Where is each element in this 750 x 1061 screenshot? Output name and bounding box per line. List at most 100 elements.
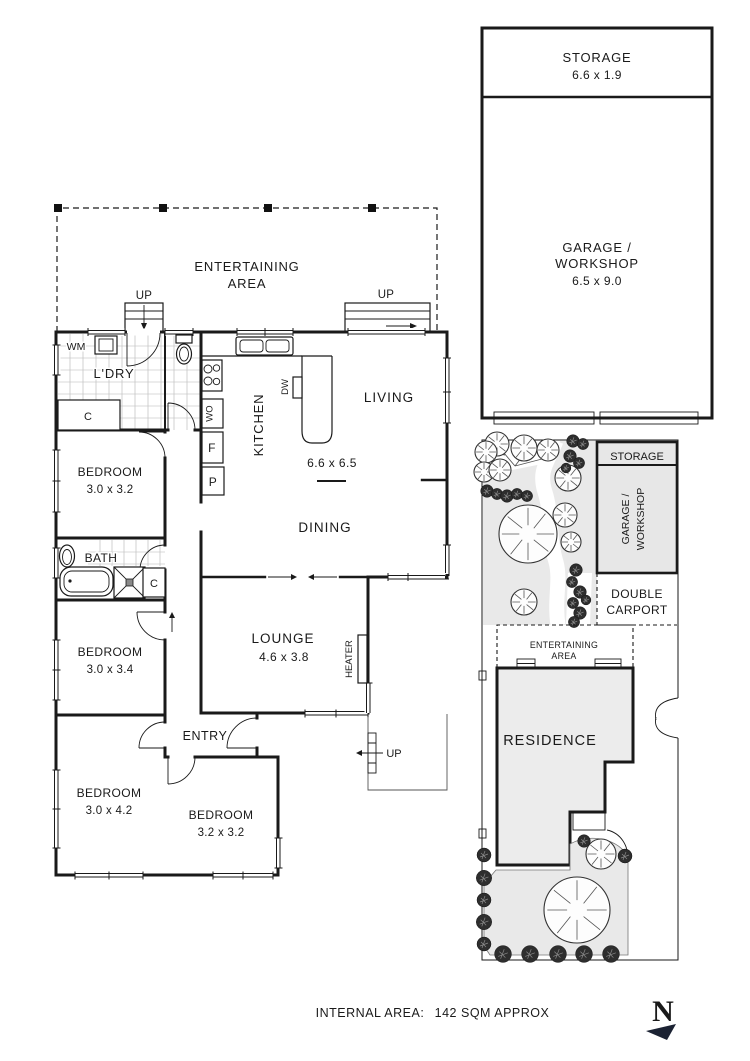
shower xyxy=(113,566,146,599)
bedroom1-dim: 3.0 x 3.2 xyxy=(87,484,134,496)
kitchen-bench xyxy=(201,355,333,444)
washing-machine xyxy=(94,335,118,355)
internal-area-value: 142 SQM APPROX xyxy=(435,1006,550,1020)
bedroom3-dim: 3.0 x 4.2 xyxy=(86,805,133,817)
site-residence: RESIDENCE xyxy=(495,666,635,867)
bedroom3-label: BEDROOM xyxy=(77,786,142,800)
wm-label: WM xyxy=(67,341,86,353)
carport-label-line2: CARPORT xyxy=(606,603,668,617)
north-letter: N xyxy=(652,995,674,1028)
door xyxy=(126,328,161,367)
dining-label: DINING xyxy=(298,520,351,535)
entry-label: ENTRY xyxy=(183,729,228,743)
outbuilding-plan: STORAGE 6.6 x 1.9 GARAGE / WORKSHOP 6.5 … xyxy=(480,26,714,425)
door xyxy=(138,431,166,459)
bath-label: BATH xyxy=(85,551,118,565)
door xyxy=(167,756,196,785)
site-porch xyxy=(572,811,606,831)
north-arrow: N xyxy=(646,995,676,1040)
deck-post xyxy=(264,204,272,212)
up-label-porch: UP xyxy=(386,748,401,760)
main-floorplan: ENTERTAINING AREA UP UP xyxy=(52,204,451,880)
site-gates xyxy=(655,697,682,739)
garage-label-line1: GARAGE / xyxy=(562,240,631,255)
window xyxy=(443,357,451,424)
site-entertaining: ENTERTAINING AREA xyxy=(496,624,634,669)
bathtub xyxy=(59,566,114,597)
window xyxy=(74,871,144,880)
wall-oven xyxy=(201,398,224,429)
window xyxy=(304,709,369,718)
site-garage-label-line2: WORKSHOP xyxy=(635,488,647,550)
boundary-marker xyxy=(478,670,487,681)
back-garden xyxy=(475,834,633,963)
laundry-tiles xyxy=(58,334,200,430)
deck-steps-right: UP xyxy=(344,289,431,333)
internal-area-label: INTERNAL AREA: xyxy=(316,1006,425,1020)
bedroom1-label: BEDROOM xyxy=(78,465,143,479)
laundry-cupboard-label: C xyxy=(84,411,92,423)
window xyxy=(52,547,61,579)
window xyxy=(52,449,61,513)
bath-cupboard xyxy=(142,567,166,598)
dishwasher xyxy=(292,376,303,399)
lounge-dim: 4.6 x 3.8 xyxy=(259,650,309,664)
porch: UP xyxy=(356,714,448,791)
sink xyxy=(235,336,294,356)
site-entertaining-line1: ENTERTAINING xyxy=(530,640,598,650)
residence-label: RESIDENCE xyxy=(503,733,597,749)
pantry-label: P xyxy=(209,475,217,489)
site-carport: DOUBLE CARPORT xyxy=(596,573,677,626)
roller-door xyxy=(599,411,699,425)
garage-dim: 6.5 x 9.0 xyxy=(572,274,622,288)
deck-steps-left: UP xyxy=(124,290,164,333)
living-label: LIVING xyxy=(364,390,414,405)
kitchen-dim: 6.6 x 6.5 xyxy=(307,456,357,470)
boundary-marker xyxy=(478,828,487,839)
toilet xyxy=(175,334,193,365)
sliding-door xyxy=(347,328,426,336)
opening-arrows xyxy=(169,574,337,632)
bath-tiles xyxy=(88,540,165,566)
deck-post xyxy=(54,204,62,212)
bedroom2-label: BEDROOM xyxy=(78,645,143,659)
pantry xyxy=(201,466,225,496)
entertaining-area-label-line1: ENTERTAINING xyxy=(194,259,299,274)
deck-post xyxy=(159,204,167,212)
window xyxy=(52,344,61,376)
bedroom4-label: BEDROOM xyxy=(189,808,254,822)
up-label-left: UP xyxy=(136,290,153,302)
lounge-label: LOUNGE xyxy=(251,631,314,646)
window xyxy=(364,682,373,713)
door xyxy=(167,402,196,431)
laundry-label: L'DRY xyxy=(94,366,135,381)
dw-label: DW xyxy=(280,379,291,395)
north-pointer xyxy=(646,1024,676,1040)
fixtures: WM C C xyxy=(57,334,368,684)
heater-unit xyxy=(357,634,368,684)
site-steps xyxy=(516,658,622,669)
storage-dim: 6.6 x 1.9 xyxy=(572,68,622,82)
fridge-label: F xyxy=(208,441,216,455)
carport-label-line1: DOUBLE xyxy=(611,587,663,601)
fridge-space xyxy=(201,431,224,464)
window xyxy=(212,871,274,880)
window xyxy=(87,328,126,336)
laundry-cupboard xyxy=(57,399,121,431)
window xyxy=(274,837,283,869)
cooktop xyxy=(201,359,223,392)
garage-label-line2: WORKSHOP xyxy=(555,256,639,271)
window xyxy=(236,328,294,336)
up-label-right: UP xyxy=(378,289,395,301)
site-garage-label-line1: GARAGE / xyxy=(620,494,632,545)
entertaining-deck: ENTERTAINING AREA UP UP xyxy=(54,204,438,333)
front-garden xyxy=(473,431,597,628)
front-door xyxy=(226,717,258,749)
window xyxy=(52,639,61,701)
corner-window xyxy=(387,544,451,581)
storage-label: STORAGE xyxy=(563,50,632,65)
window xyxy=(164,328,194,336)
door xyxy=(139,544,166,571)
heater-label: HEATER xyxy=(344,640,355,678)
